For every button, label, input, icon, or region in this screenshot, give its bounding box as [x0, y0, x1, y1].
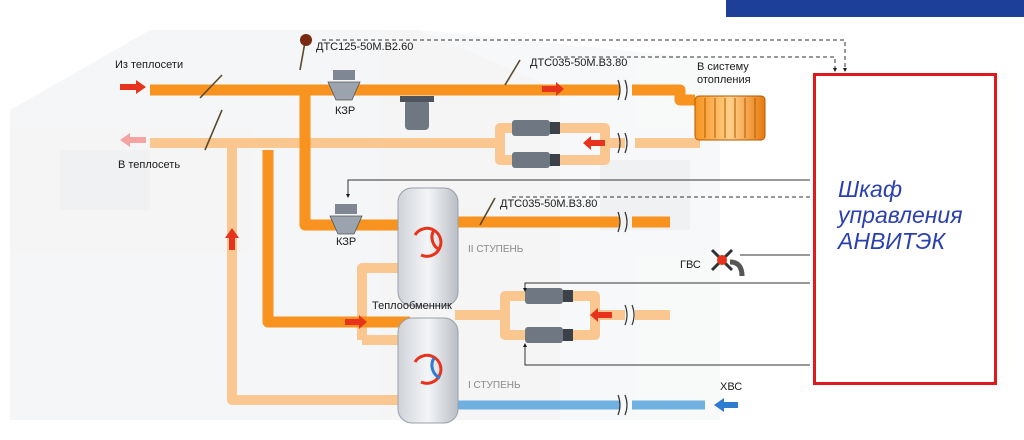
check-valve-icon	[400, 96, 434, 130]
label-to-network: В теплосеть	[118, 159, 180, 171]
control-cabinet: Шкаф управления АНВИТЭК	[813, 73, 997, 385]
valve-kzr-top-icon	[327, 70, 361, 101]
cabinet-line-1: Шкаф	[838, 176, 903, 202]
label-sensor-low: ДТС035-50М.В3.80	[500, 198, 597, 210]
label-stage-two: II СТУПЕНЬ	[468, 244, 524, 255]
label-hot-water: ГВС	[680, 259, 701, 271]
pump-icon-hw-bottom	[525, 327, 573, 343]
pump-icon-heating-bottom	[512, 152, 560, 168]
label-valve-top: КЗР	[335, 105, 355, 117]
label-sensor-mid: ДТС035-50М.В3.80	[530, 57, 627, 69]
heat-exchanger-stage-two	[397, 187, 459, 307]
heat-exchanger-stage-one	[397, 317, 459, 424]
cabinet-line-2: управления	[838, 202, 963, 228]
radiator-icon	[694, 95, 766, 141]
cabinet-title: Шкаф управления АНВИТЭК	[838, 176, 998, 254]
pump-icon-hw-top	[525, 288, 573, 304]
pump-icon-heating-top	[512, 120, 560, 136]
label-stage-one: I СТУПЕНЬ	[468, 380, 521, 391]
hot-water-tap-icon	[710, 248, 745, 277]
flow-arrows	[120, 80, 738, 412]
sensor-probes	[199, 41, 521, 226]
header-banner	[726, 0, 1024, 17]
control-lines	[322, 39, 847, 366]
sensor-head-icon	[300, 34, 312, 46]
valve-kzr-low-icon	[329, 204, 363, 235]
label-from-network: Из теплосети	[115, 59, 183, 71]
label-valve-low: КЗР	[336, 236, 356, 248]
label-heating-line2: отопления	[697, 74, 751, 86]
label-heating-line1: В систему	[697, 61, 749, 73]
label-cold-water: ХВС	[720, 381, 742, 393]
label-sensor-top: ДТС125-50М.В2.60	[316, 41, 413, 53]
label-heat-exchanger: Теплообменник	[372, 300, 452, 312]
cabinet-line-3: АНВИТЭК	[838, 228, 946, 254]
pipe-break-marks	[617, 79, 635, 416]
